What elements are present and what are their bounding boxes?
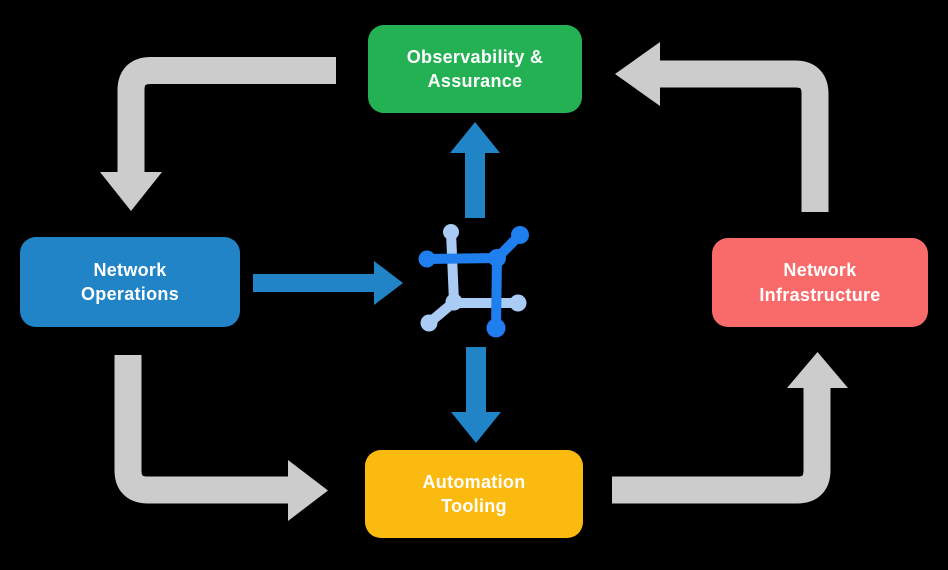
node-label: Observability & Assurance [406, 46, 544, 91]
flow-arrow-down [451, 347, 501, 443]
node-network-infrastructure: Network Infrastructure [712, 238, 928, 327]
node-automation-tooling: Automation Tooling [365, 450, 583, 538]
node-label: Network Infrastructure [759, 260, 881, 305]
node-label: Network Operations [80, 259, 180, 304]
cycle-arrow-top-left [100, 57, 336, 211]
cycle-arrow-bottom-right [612, 352, 848, 504]
cycle-arrow-top-right [615, 42, 829, 212]
node-network-operations: Network Operations [20, 237, 240, 327]
cycle-arrow-bottom-left [114, 355, 328, 521]
node-label: Automation Tooling [422, 471, 526, 516]
network-grid-icon [418, 224, 529, 338]
node-observability-assurance: Observability & Assurance [368, 25, 582, 113]
flow-arrow-right [253, 261, 403, 305]
flow-arrow-up [450, 122, 500, 218]
